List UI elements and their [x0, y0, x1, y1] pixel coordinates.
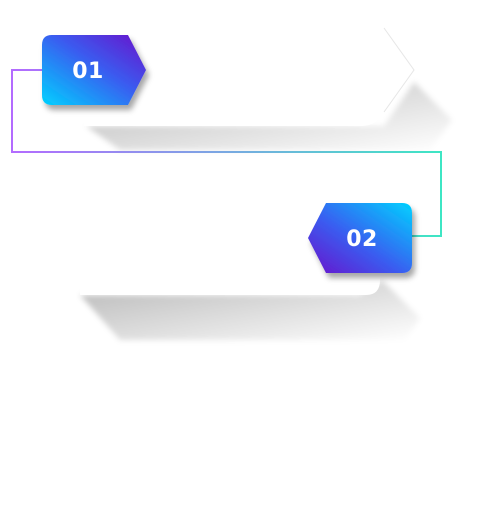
step-1-card — [84, 27, 452, 150]
step-1-number: 01 — [72, 59, 104, 84]
step-2-number: 02 — [346, 227, 378, 252]
step-2-card-body — [80, 195, 380, 295]
step-1-card-shadow — [86, 82, 452, 150]
step-1-badge — [42, 35, 146, 105]
step-1-card-body — [84, 28, 414, 126]
step-2-badge-shape — [308, 203, 412, 273]
step-2-badge — [308, 203, 412, 273]
step-2-card — [80, 195, 420, 340]
step-1-badge-shape — [42, 35, 146, 105]
step-connector-line — [11, 69, 442, 237]
